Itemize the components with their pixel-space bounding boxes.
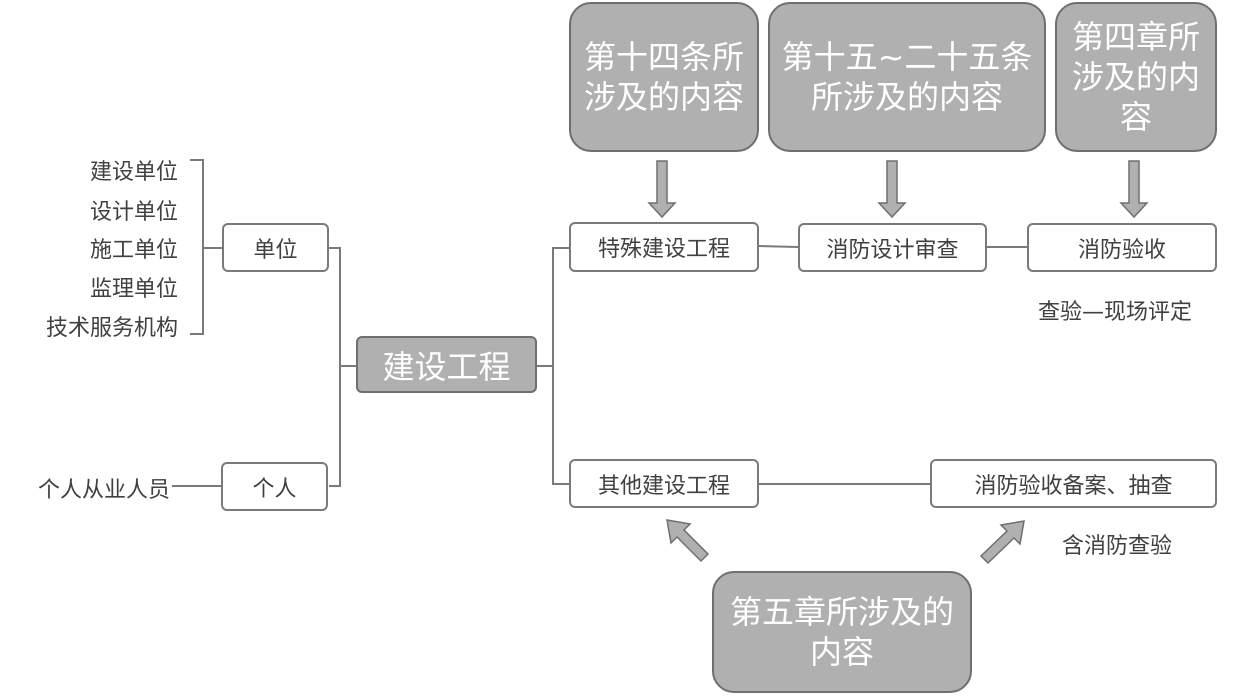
unit-item-label: 监理单位	[89, 277, 178, 302]
filing-spotcheck-node: 消防验收备案、抽查	[930, 459, 1217, 508]
down-arrow-ch4	[1119, 160, 1149, 219]
up-left-arrow	[666, 519, 710, 563]
down-arrow-art14	[647, 160, 677, 219]
unit-item-label: 施工单位	[89, 238, 178, 263]
acceptance-note: 查验—现场评定	[1038, 300, 1193, 325]
chapter-4-box: 第四章所涉及的内容	[1055, 2, 1217, 152]
construction-project-node: 建设工程	[356, 336, 537, 393]
right-branch	[537, 247, 569, 485]
person-node: 个人	[221, 462, 328, 511]
unit-node: 单位	[222, 223, 329, 272]
unit-item-label: 建设单位	[89, 160, 178, 185]
design-review-node: 消防设计审查	[798, 223, 987, 272]
unit-bracket	[190, 159, 222, 335]
fire-acceptance-node: 消防验收	[1027, 223, 1217, 272]
filing-note: 含消防查验	[1062, 534, 1173, 559]
unit-item-label: 技术服务机构	[45, 316, 178, 341]
article-14-box: 第十四条所涉及的内容	[569, 2, 759, 152]
unit-item-label: 设计单位	[89, 200, 178, 225]
article-15-25-box: 第十五~二十五条所涉及的内容	[768, 2, 1046, 152]
other-project-node: 其他建设工程	[569, 459, 759, 508]
special-project-node: 特殊建设工程	[569, 222, 759, 272]
down-arrow-art15	[877, 160, 907, 219]
person-item-label: 个人从业人员	[37, 478, 170, 503]
up-right-arrow	[979, 520, 1025, 565]
left-branch	[329, 247, 356, 487]
special-to-review-line	[758, 245, 799, 248]
chapter-5-box: 第五章所涉及的内容	[712, 571, 972, 693]
